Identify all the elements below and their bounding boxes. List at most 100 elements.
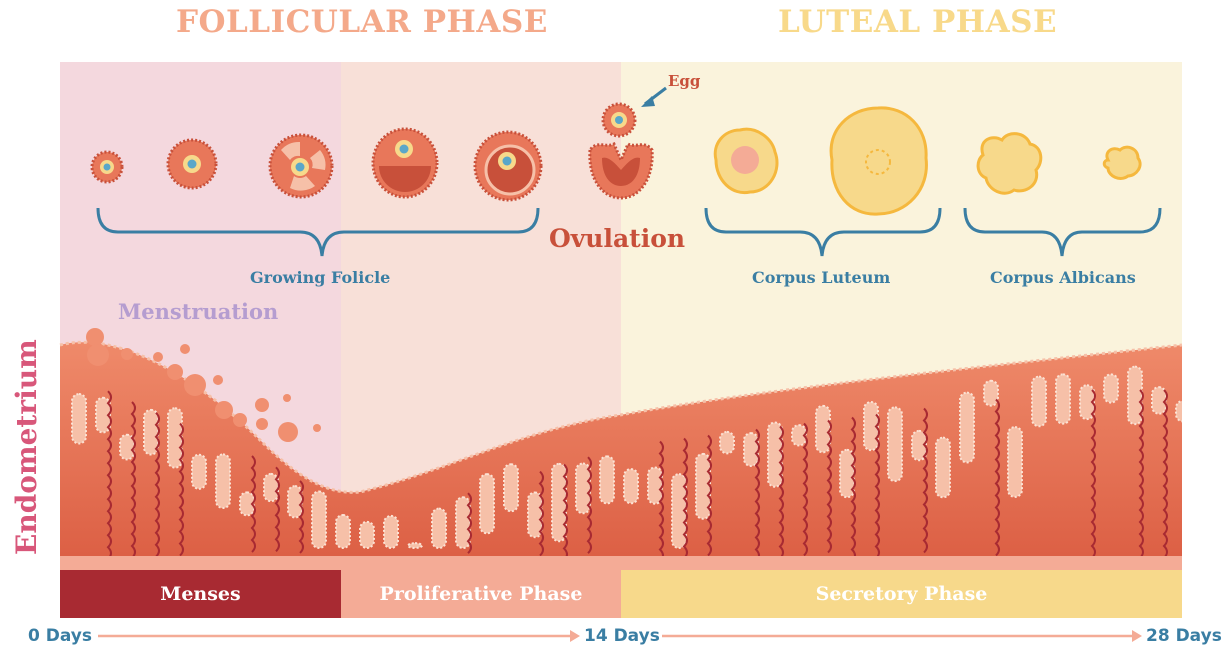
secretory-bar (621, 570, 1182, 618)
spiral-artery (922, 407, 928, 554)
timeline-arrowhead-first-half (570, 630, 580, 642)
growing-follicle-label: Growing Folicle (250, 268, 391, 287)
ovulation-label: Ovulation (549, 224, 686, 253)
gland-tube (407, 542, 423, 550)
spiral-artery (1138, 389, 1144, 559)
gland-tube (503, 463, 519, 513)
gland-tube (599, 455, 615, 505)
gland-tube (287, 485, 303, 519)
endometrium-label: Endometrium (10, 339, 43, 555)
gland-tube (935, 436, 951, 499)
spiral-artery (178, 422, 184, 557)
gland-tube (527, 491, 543, 539)
spiral-artery (562, 463, 568, 560)
spiral-artery (994, 398, 1000, 557)
gland-tube (863, 401, 879, 452)
corpus-albicans-large (976, 132, 1043, 195)
gland-tube (791, 424, 807, 447)
gland-tube (671, 473, 687, 549)
gland-tube (311, 490, 327, 549)
gland-tube (239, 491, 255, 517)
spiral-artery (538, 470, 544, 557)
spiral-artery (106, 390, 112, 560)
corpus-albicans-label: Corpus Albicans (990, 268, 1136, 287)
spiral-artery (802, 422, 808, 557)
egg-arrow-head (641, 96, 655, 107)
spiral-artery (874, 413, 880, 560)
gland-tube (551, 462, 567, 543)
follicle-stage-4 (371, 127, 439, 199)
gland-tube (1007, 426, 1023, 498)
luteal-phase-title: LUTEAL PHASE (778, 4, 1058, 40)
spiral-artery (682, 437, 688, 560)
gland-tube (695, 452, 711, 520)
spiral-artery (298, 480, 304, 554)
spiral-artery (1162, 389, 1168, 559)
gland-tube (191, 453, 207, 490)
gland-tube (71, 393, 87, 445)
spiral-artery (250, 455, 256, 553)
gland-tube (983, 379, 999, 407)
gland-tube (431, 507, 447, 549)
spiral-artery (778, 425, 784, 560)
follicle-stage-5 (473, 130, 543, 202)
menstruation-shedding (86, 328, 321, 442)
timeline-end-label: 28 Days (1146, 626, 1222, 646)
gland-tube (215, 453, 231, 510)
spiral-artery (658, 440, 664, 560)
gland-tube (1175, 399, 1182, 423)
gland-tube (359, 520, 375, 549)
spiral-artery (826, 419, 832, 554)
spiral-artery (130, 401, 136, 559)
spiral-artery (754, 428, 760, 560)
spiral-artery (1188, 390, 1191, 558)
gland-tube (887, 406, 903, 483)
spiral-artery (850, 416, 856, 560)
gland-tube (767, 421, 783, 488)
follicle-stage-2 (166, 138, 218, 190)
spiral-artery (154, 412, 160, 558)
gland-tube (383, 514, 399, 550)
egg-label: Egg (668, 72, 701, 90)
gland-tube (1127, 365, 1143, 426)
menstruation-label: Menstruation (118, 299, 279, 324)
corpus-luteum-small (713, 127, 779, 195)
ruptured-follicle (588, 141, 654, 200)
corpus-albicans-brace (963, 207, 1162, 257)
basal-layer (60, 556, 1182, 570)
spiral-artery (706, 434, 712, 557)
growing-follicle-brace (96, 207, 540, 257)
gland-tube (95, 396, 111, 434)
gland-tube (959, 391, 975, 464)
gland-tube (479, 473, 495, 535)
gland-tube (143, 408, 159, 456)
corpus-luteum-label: Corpus Luteum (752, 268, 891, 287)
gland-tube (623, 468, 639, 505)
gland-tube (1031, 375, 1047, 428)
proliferative-bar-label: Proliferative Phase (379, 583, 583, 605)
endometrium-tissue (59, 340, 1191, 560)
gland-tube (815, 404, 831, 454)
follicle-stage-1 (90, 150, 124, 184)
gland-tube (743, 432, 759, 468)
corpus-luteum-brace (704, 207, 942, 257)
spiral-artery (274, 466, 280, 552)
spiral-artery (586, 456, 592, 554)
gland-tube (647, 466, 663, 505)
timeline-start-label: 0 Days (28, 626, 93, 646)
gland-tube (1079, 384, 1095, 421)
corpus-luteum-large (829, 106, 928, 216)
corpus-albicans-small (1102, 145, 1142, 180)
gland-tube (335, 514, 351, 550)
spiral-artery (1090, 389, 1096, 559)
gland-tube (1103, 373, 1119, 404)
gland-tube (839, 448, 855, 499)
menses-bar-label: Menses (160, 583, 241, 605)
follicle-stage-3 (268, 133, 334, 199)
timeline-middle-label: 14 Days (584, 626, 660, 646)
timeline-arrowhead-second-half (1132, 630, 1142, 642)
released-egg (601, 102, 637, 138)
gland-tube (719, 430, 735, 455)
proliferative-bar (341, 570, 621, 618)
